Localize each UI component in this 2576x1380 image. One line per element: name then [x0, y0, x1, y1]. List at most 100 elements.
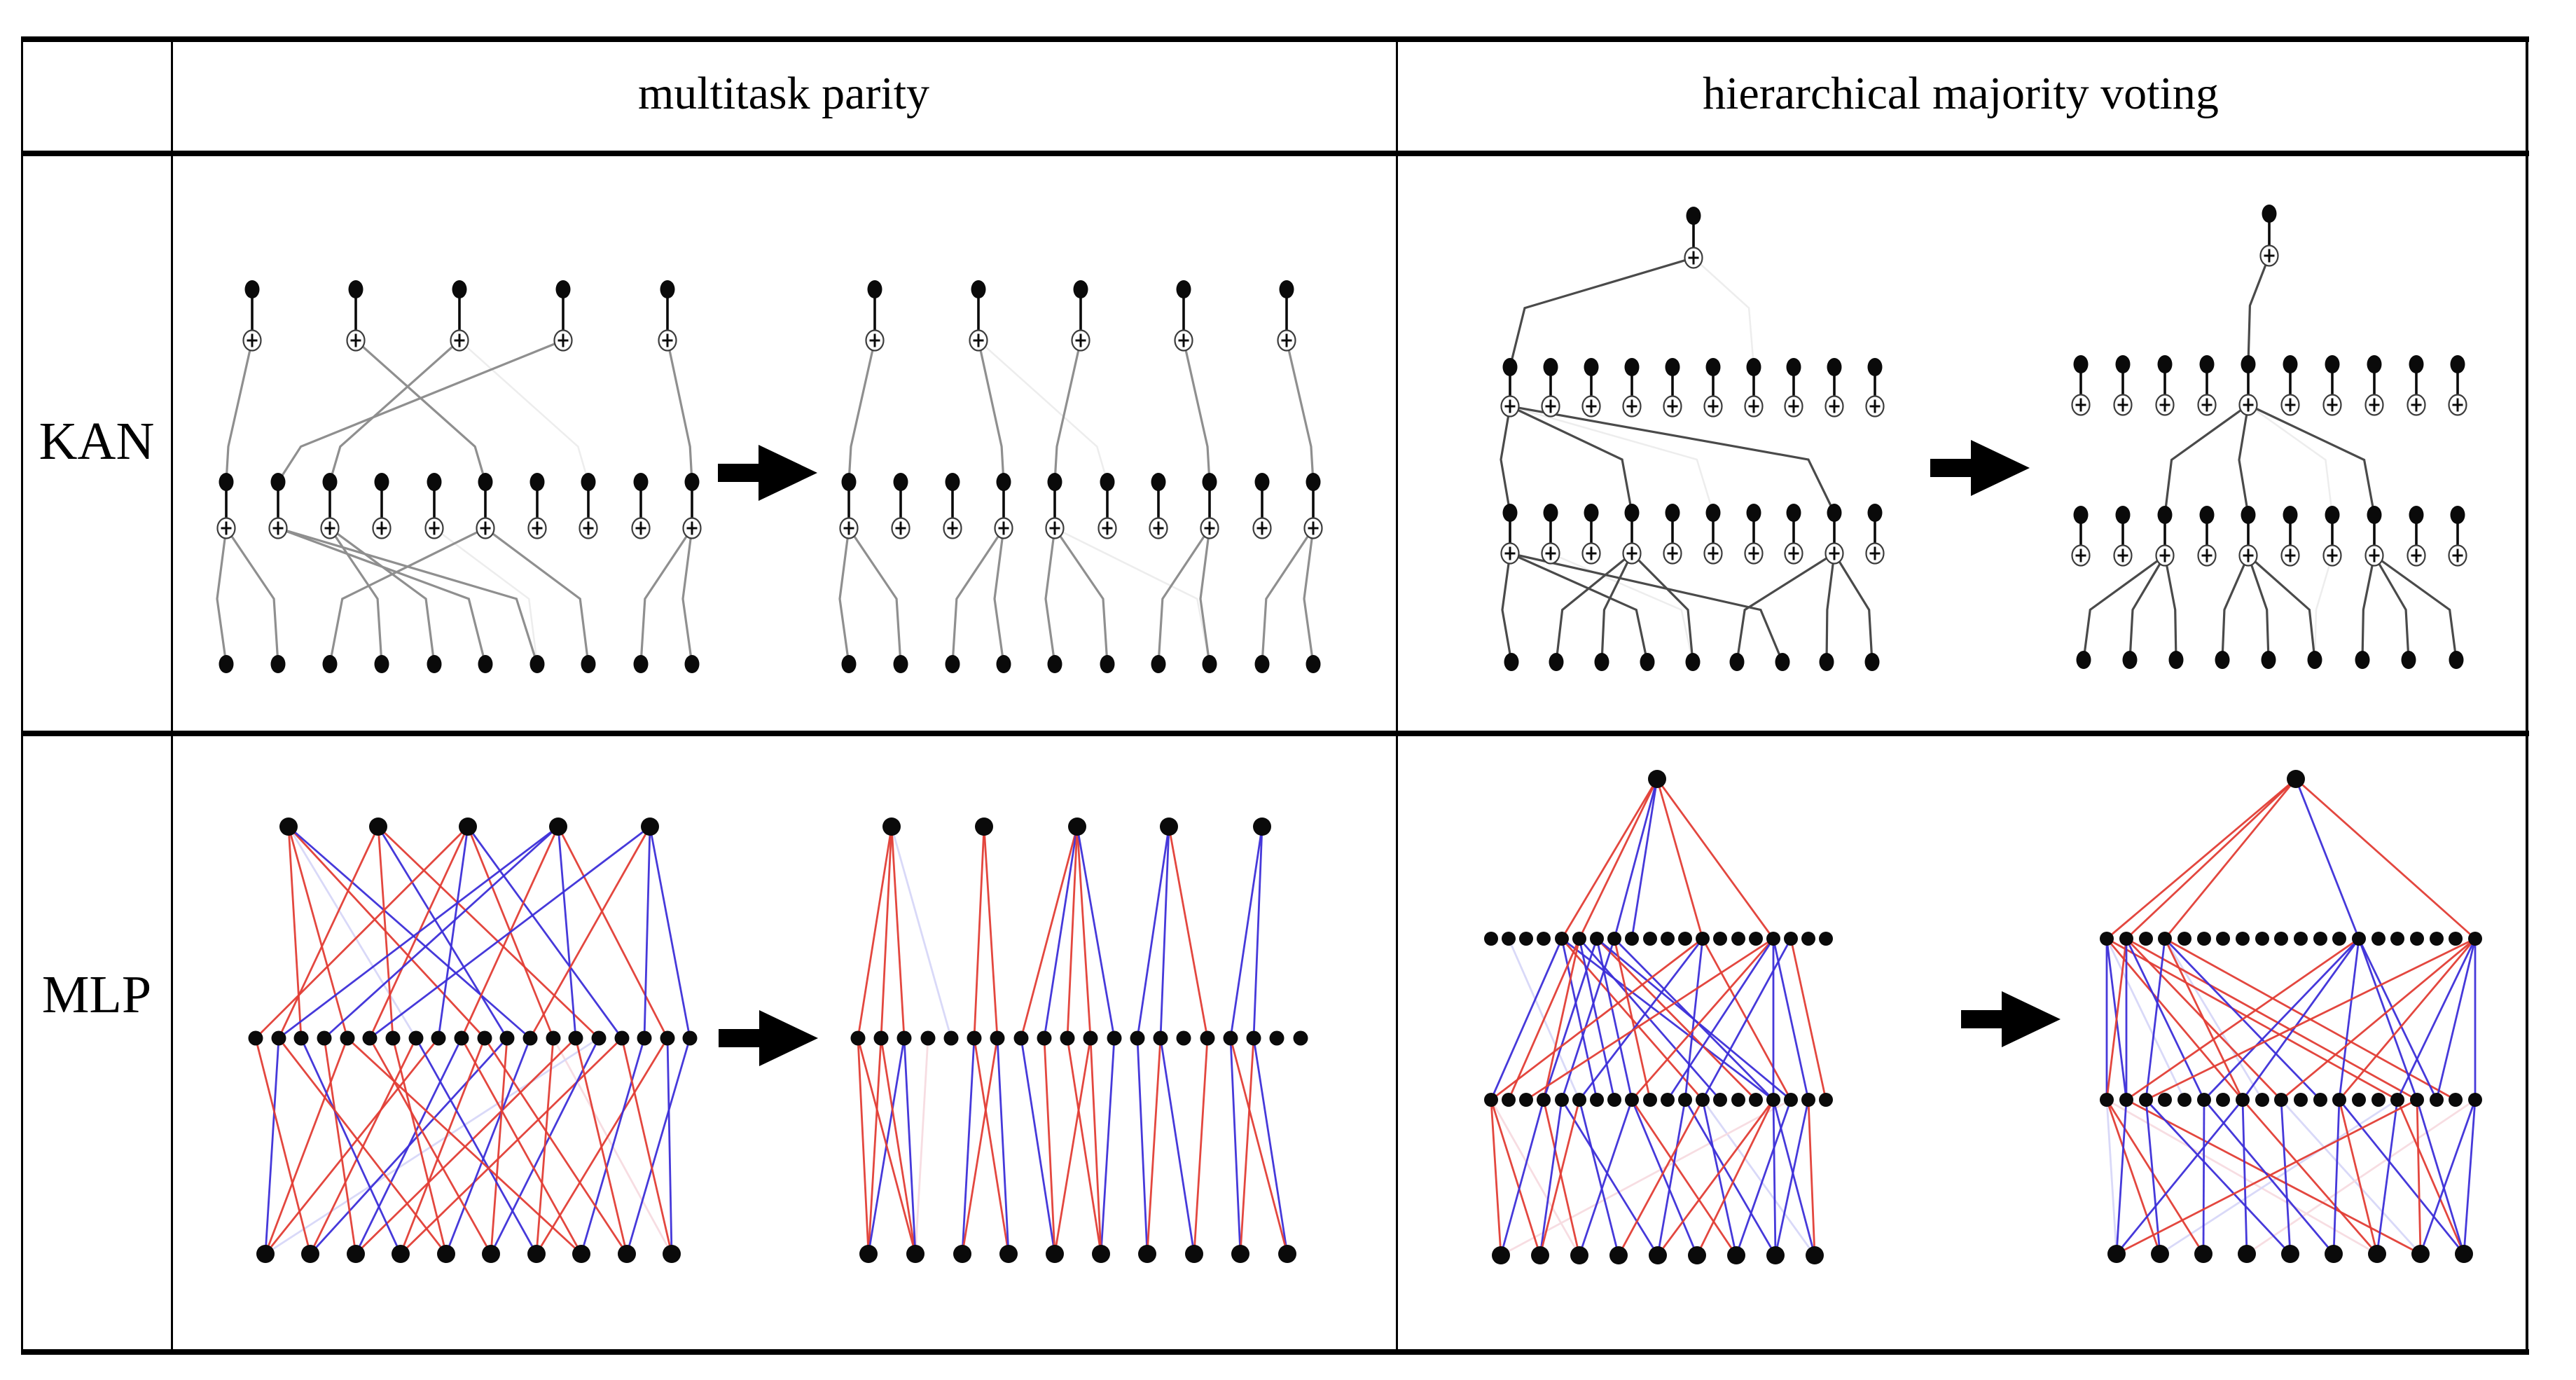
neuron-dot — [1688, 1246, 1706, 1264]
neuron-dot — [1046, 1245, 1064, 1263]
kan-edge — [951, 527, 1005, 665]
kan-edge — [277, 527, 487, 665]
mlp-edge — [1772, 938, 1810, 1100]
neuron-dot — [850, 1030, 866, 1046]
neuron-dot — [945, 473, 960, 491]
sum-node-icon — [1200, 517, 1219, 539]
mlp-edge — [324, 825, 559, 1040]
neuron-dot — [1864, 653, 1880, 671]
neuron-dot — [1786, 358, 1801, 376]
neuron-dot — [527, 1245, 546, 1263]
neuron-dot — [374, 473, 389, 491]
neuron-dot — [1176, 280, 1191, 298]
mlp-edge — [574, 1037, 628, 1255]
arrow-mlp-hierarchical — [1961, 991, 2061, 1047]
neuron-dot — [1037, 1030, 1052, 1046]
kan-edge — [1509, 405, 1715, 513]
neuron-dot — [1625, 1093, 1639, 1107]
neuron-dot — [841, 655, 857, 673]
mlp-edge — [2125, 938, 2205, 1100]
neuron-dot — [990, 1030, 1005, 1046]
neuron-dot — [663, 1245, 681, 1263]
neuron-dot — [581, 473, 596, 491]
sum-node-icon — [1500, 542, 1520, 565]
neuron-dot — [2274, 1093, 2288, 1107]
neuron-dot — [684, 473, 700, 491]
neuron-dot — [2450, 355, 2465, 373]
neuron-dot — [893, 473, 908, 491]
neuron-dot — [2115, 355, 2131, 373]
neuron-dot — [1713, 932, 1727, 946]
neuron-dot — [2368, 1245, 2386, 1263]
neuron-dot — [2262, 205, 2277, 223]
kan-edge — [225, 527, 279, 665]
kan-edge — [277, 339, 564, 483]
sum-node-icon — [1744, 395, 1764, 418]
mlp-edge — [973, 1037, 1010, 1255]
mlp-edge — [437, 826, 469, 1039]
kan-edge — [225, 340, 254, 483]
mlp-edge — [264, 1037, 280, 1255]
sum-node-icon — [2448, 394, 2467, 416]
neuron-dot — [362, 1030, 378, 1046]
neuron-dot — [1543, 504, 1558, 522]
neuron-dot — [347, 1245, 365, 1263]
kan-edge — [2163, 555, 2177, 661]
neuron-dot — [1107, 1030, 1122, 1046]
neuron-dot — [2197, 932, 2211, 946]
mlp-edge — [2105, 938, 2128, 1100]
sum-node-icon — [1684, 247, 1703, 269]
neuron-dot — [437, 1245, 455, 1263]
mlp-edge — [1229, 1037, 1242, 1255]
kan-edge — [978, 340, 1109, 483]
mlp-edge — [2416, 1099, 2422, 1255]
kan-edge — [1509, 552, 1784, 663]
neuron-dot — [1279, 280, 1294, 298]
mlp-edge — [649, 826, 691, 1039]
sum-node-icon — [553, 329, 573, 352]
kan-edge — [993, 527, 1005, 665]
header-divider — [21, 151, 2529, 156]
sum-node-icon — [682, 517, 702, 539]
neuron-dot — [1570, 1246, 1588, 1264]
mlp-edge — [903, 1037, 917, 1255]
sum-node-icon — [2407, 544, 2426, 567]
mlp-edge — [1578, 938, 1722, 1100]
neuron-dot — [1555, 932, 1569, 946]
mlp-edge — [2246, 1098, 2476, 1255]
mlp-edge — [1053, 1037, 1092, 1255]
mlp-edge — [1560, 938, 1598, 1100]
kan-edge — [2248, 403, 2334, 516]
kan-edge — [1303, 527, 1315, 665]
neuron-dot — [2449, 651, 2464, 669]
sum-node-icon — [216, 517, 236, 539]
sum-node-icon — [1581, 542, 1601, 565]
neuron-dot — [1801, 932, 1815, 946]
mlp-edge — [2106, 937, 2398, 1101]
kan-edge — [847, 340, 876, 483]
neuron-dot — [1537, 932, 1551, 946]
sum-node-icon — [1622, 542, 1642, 565]
neuron-dot — [581, 655, 596, 673]
sum-node-icon — [1824, 395, 1844, 418]
mlp-edge — [1807, 1099, 1816, 1256]
neuron-dot — [953, 1245, 971, 1263]
neuron-dot — [1867, 504, 1883, 522]
kan-edge — [277, 527, 539, 665]
mlp-edge — [557, 826, 669, 1039]
neuron-dot — [2119, 932, 2133, 946]
neuron-dot — [1867, 358, 1883, 376]
neuron-dot — [859, 1245, 878, 1263]
mlp-edge — [2357, 938, 2418, 1100]
neuron-dot — [1254, 655, 1270, 673]
neuron-dot — [1705, 358, 1721, 376]
mlp-edge — [890, 826, 906, 1039]
sum-node-icon — [1784, 542, 1803, 565]
neuron-dot — [2410, 1093, 2424, 1107]
neuron-dot — [1176, 1030, 1191, 1046]
kan-edge — [216, 527, 228, 665]
column-header-multitask-parity: multitask parity — [637, 68, 930, 119]
mlp-edge — [1630, 1099, 1738, 1256]
neuron-dot — [1231, 1245, 1249, 1263]
mlp-edge — [2126, 937, 2360, 1101]
